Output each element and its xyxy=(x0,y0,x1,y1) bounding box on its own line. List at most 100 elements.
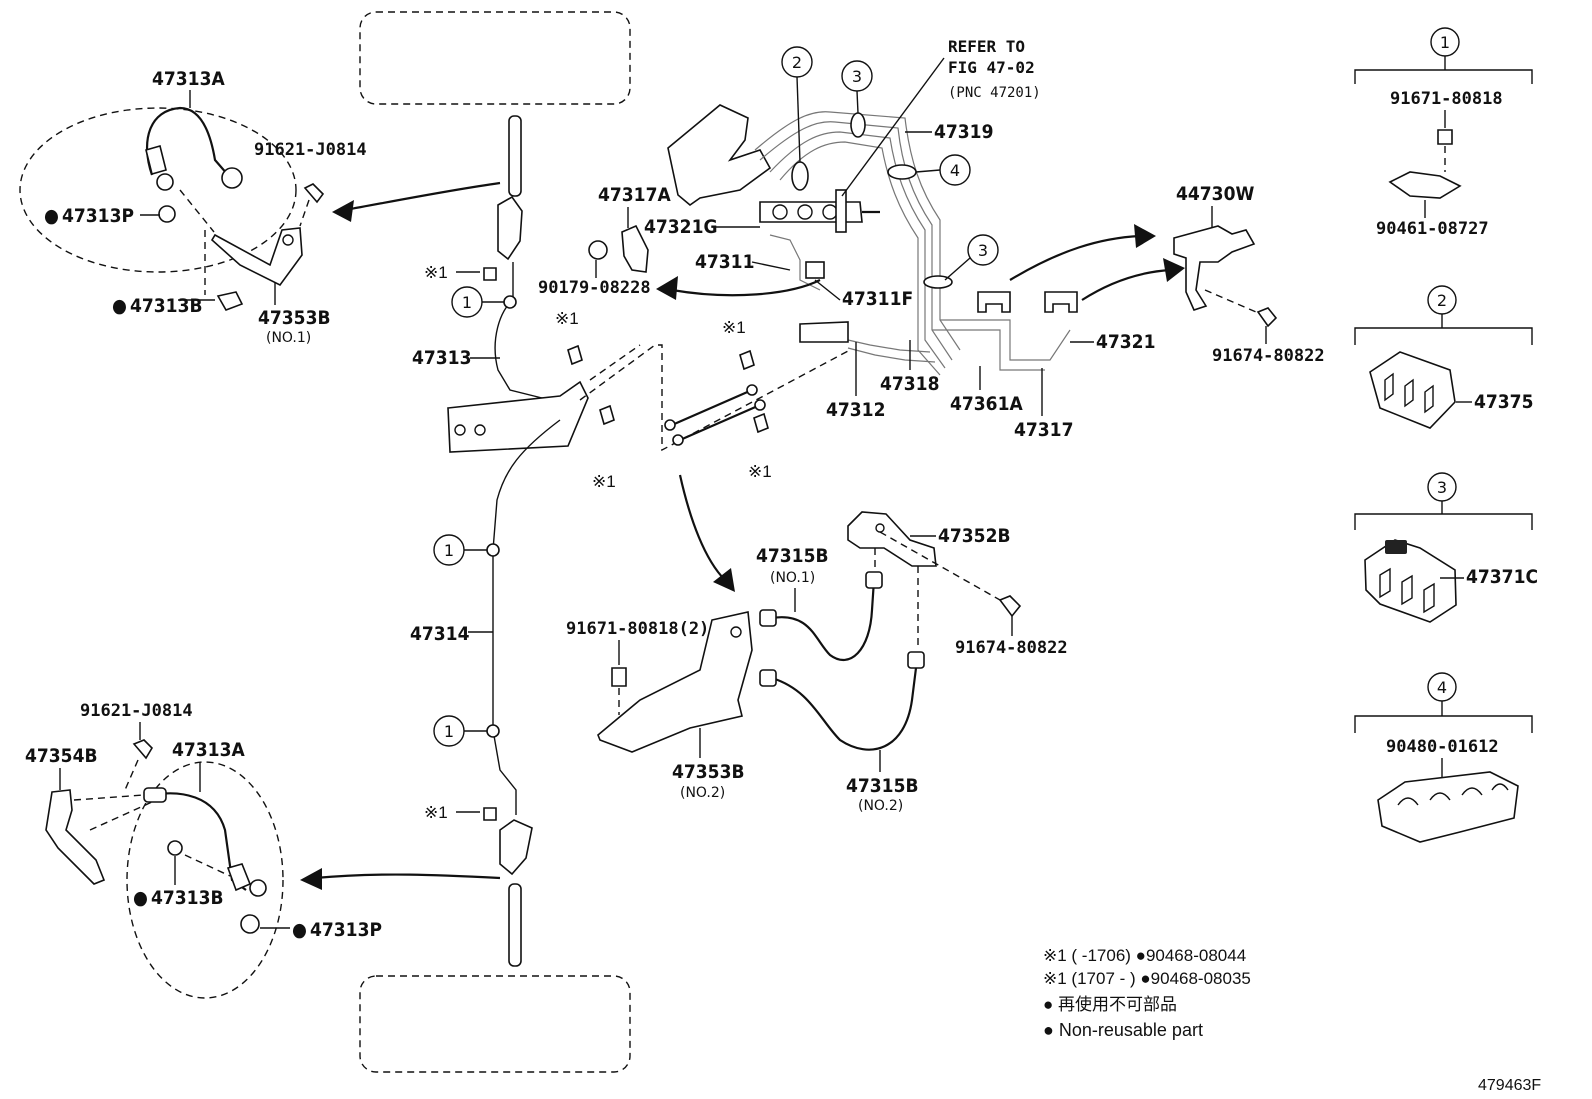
bracket-47353B-no2-shape xyxy=(597,611,753,753)
legend-panel-3-number: 3 xyxy=(1437,478,1447,497)
flex-hose-47313A-top xyxy=(145,106,229,176)
label-47319: 47319 xyxy=(934,121,993,143)
legend-panel-3-part: 47371C xyxy=(1466,566,1538,588)
arrow-to-47317A xyxy=(671,279,821,297)
tube-sleeve-top xyxy=(508,115,522,197)
label-47311F: 47311F xyxy=(842,288,913,310)
hose-fitting-top-b xyxy=(221,167,243,189)
label-47354B: 47354B xyxy=(25,745,98,767)
dashed-group-circle-bottom xyxy=(126,761,284,999)
label-47313P-top: 47313P xyxy=(62,205,134,227)
label-47321: 47321 xyxy=(1096,331,1155,353)
note-marker-x1-f: ※1 xyxy=(424,803,448,822)
label-47314: 47314 xyxy=(410,623,470,645)
legend-panel-4: 4 90480-01612 xyxy=(1354,672,1533,843)
label-47317A: 47317A xyxy=(598,184,671,206)
note-line-2: ※1 (1707 - ) ●90468-08035 xyxy=(1043,969,1251,988)
label-47361A: 47361A xyxy=(950,393,1023,415)
label-47311: 47311 xyxy=(695,251,754,273)
union-47311F-shape xyxy=(805,261,825,279)
hose-fitting-top-c xyxy=(156,173,174,191)
label-47313P-bottom: 47313P xyxy=(310,919,382,941)
tube-bracket-bottom xyxy=(499,819,533,876)
legend-panel-2: 2 47375 xyxy=(1354,285,1533,429)
bolt-90179-shape xyxy=(588,240,608,260)
note-marker-x1-a: ※1 xyxy=(424,263,448,282)
label-47317: 47317 xyxy=(1014,419,1073,441)
label-91621-J0814-bottom: 91621-J0814 xyxy=(80,701,193,721)
hose-fitting-top-a xyxy=(145,145,167,175)
bracket-47354B-shape xyxy=(45,789,106,885)
refer-to-line3: (PNC 47201) xyxy=(948,85,1041,101)
label-91671-80818-2: 91671-80818(2) xyxy=(566,619,709,639)
bracket-47317A-shape xyxy=(621,224,649,273)
legend-clamp-47371C-shape xyxy=(1364,539,1457,623)
label-47313B-bottom: 47313B xyxy=(151,887,224,909)
label-47313A-bottom: 47313A xyxy=(172,739,245,761)
legend-panel-1-number: 1 xyxy=(1440,33,1450,52)
ref-marker-1-b-text: 1 xyxy=(444,541,454,560)
legend-panel-2-number: 2 xyxy=(1437,291,1447,310)
tube-sleeve-bottom xyxy=(508,883,522,967)
clip-47313P-bottom-shape xyxy=(240,914,260,934)
label-47353B-no1-sub: (NO.1) xyxy=(266,330,311,346)
legend-panel-1-part-top: 91671-80818 xyxy=(1390,89,1503,109)
label-47353B-no1: 47353B xyxy=(258,307,331,329)
bolt-47313B-top-shape xyxy=(216,291,244,311)
label-47312: 47312 xyxy=(826,399,885,421)
non-reusable-dot-top: ● xyxy=(44,205,59,227)
refer-to-line2: FIG 47-02 xyxy=(948,58,1035,77)
label-91674-80822-right: 91674-80822 xyxy=(1212,346,1325,366)
legend-clamp-90480-shape xyxy=(1377,771,1519,843)
actuator-44730W-shape xyxy=(1173,225,1256,311)
label-47315B-no2: 47315B xyxy=(846,775,919,797)
ref-marker-1-a-text: 1 xyxy=(462,293,472,312)
label-47353B-no2-sub: (NO.2) xyxy=(680,785,725,801)
note-marker-x1-d: ※1 xyxy=(722,318,746,337)
label-47352B: 47352B xyxy=(938,525,1011,547)
junction-47312-shape xyxy=(799,321,849,343)
tube-bracket-top xyxy=(497,195,523,261)
legend-panel-4-number: 4 xyxy=(1437,678,1447,697)
legend-panel-4-part: 90480-01612 xyxy=(1386,737,1499,757)
note-marker-x1-e: ※1 xyxy=(748,462,772,481)
arrow-to-top-group xyxy=(344,181,501,212)
refer-to-line1: REFER TO xyxy=(948,37,1025,56)
ref-marker-4-text: 4 xyxy=(950,161,960,180)
arrow-to-44730W-a xyxy=(1009,234,1141,281)
master-cylinder-body xyxy=(667,104,772,207)
label-47315B-no1: 47315B xyxy=(756,545,829,567)
arrow-to-bottom-group xyxy=(314,873,501,880)
non-reusable-dot-47313B-top: ● xyxy=(112,295,127,317)
ref-marker-3-b xyxy=(967,234,999,266)
dashed-outline-box-bottom xyxy=(359,975,631,1073)
label-44730W: 44730W xyxy=(1176,183,1254,205)
bolt-91621-bottom-shape xyxy=(132,739,154,760)
clip-47313P-top-shape xyxy=(158,205,176,223)
flex-hose-47315B-no1 xyxy=(771,579,876,662)
ref-marker-1-b xyxy=(433,534,465,566)
label-47321G: 47321G xyxy=(644,216,718,238)
flex-hose-47315B-no2 xyxy=(771,667,918,751)
label-90179-08228: 90179-08228 xyxy=(538,278,651,298)
legend-panel-1: 1 91671-80818 90461-08727 xyxy=(1354,27,1533,239)
note-line-4: ● Non-reusable part xyxy=(1043,1020,1203,1040)
figure-id: 479463F xyxy=(1478,1077,1541,1094)
bolt-91621-top-shape xyxy=(303,183,325,204)
note-line-3: ● 再使用不可部品 xyxy=(1043,994,1177,1014)
clamp-shape-b xyxy=(1044,291,1078,313)
label-91621-J0814-top: 91621-J0814 xyxy=(254,140,367,160)
ref-marker-1-a xyxy=(451,286,483,318)
note-line-1: ※1 ( -1706) ●90468-08044 xyxy=(1043,946,1246,965)
ref-marker-1-c xyxy=(433,715,465,747)
legend-panel-1-part-bottom: 90461-08727 xyxy=(1376,219,1489,239)
label-47315B-no2-sub: (NO.2) xyxy=(858,798,903,814)
tube-47314 xyxy=(492,419,561,815)
legend-panel-3: 3 47371C xyxy=(1354,472,1538,623)
dashed-outline-box-top xyxy=(359,11,631,105)
label-91674-80822-mid: 91674-80822 xyxy=(955,638,1068,658)
arrow-to-44730W-b xyxy=(1081,268,1171,301)
label-47315B-no1-sub: (NO.1) xyxy=(770,570,815,586)
non-reusable-dot-47313B-bottom: ● xyxy=(133,887,148,909)
